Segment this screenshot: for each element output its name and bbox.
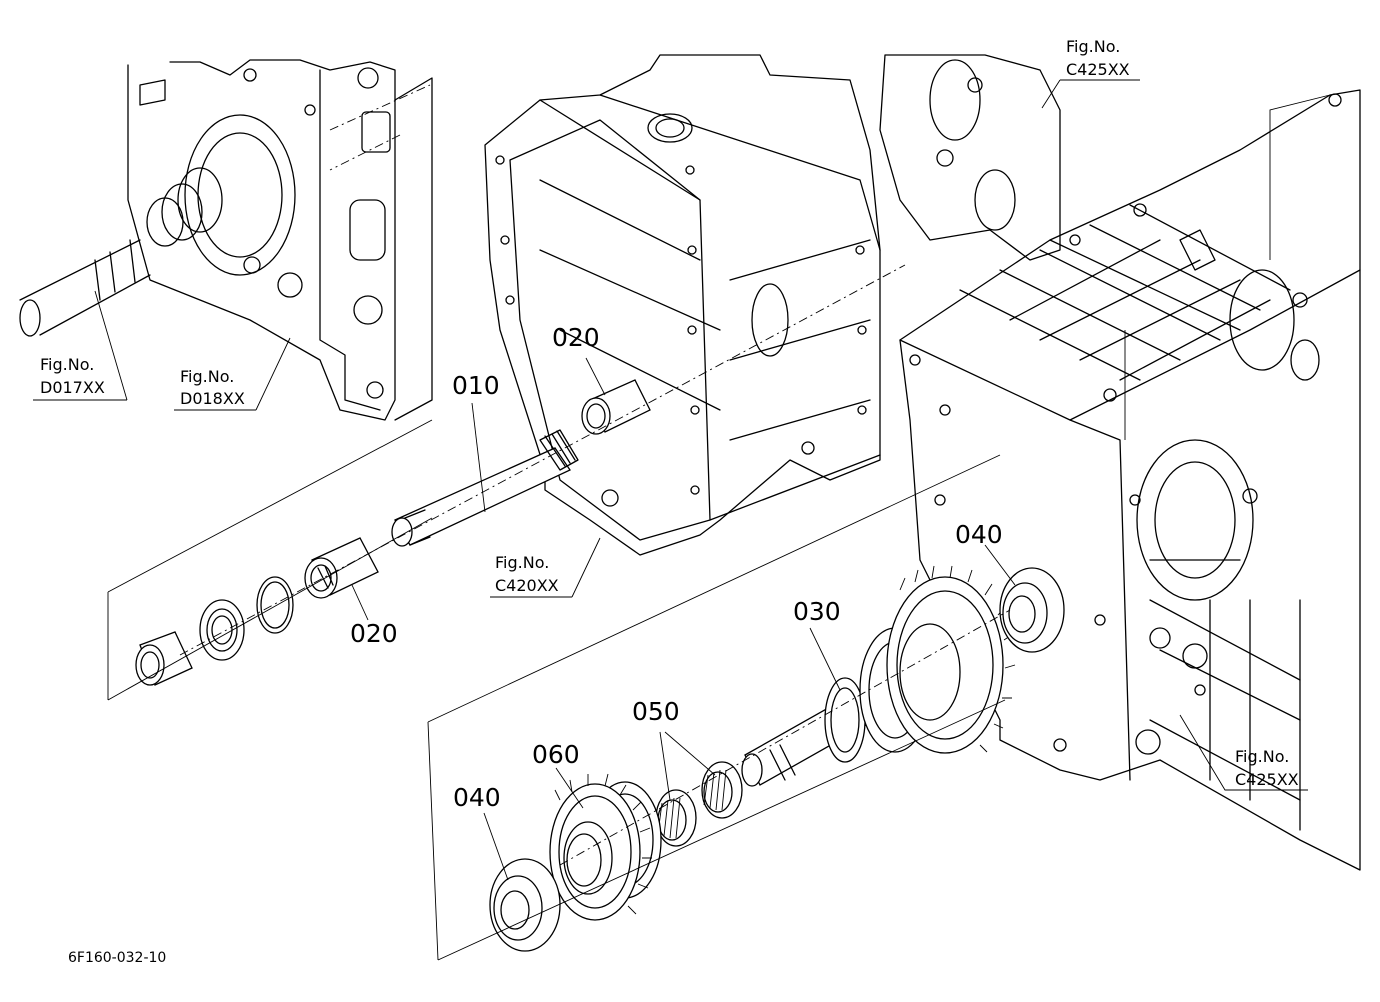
drawing-code: 6F160-032-10 bbox=[68, 950, 166, 966]
fig-ref-d017-line1: Fig.No. bbox=[40, 355, 94, 374]
fig-ref-c420-line2: C420XX bbox=[495, 576, 559, 595]
counter-shaft-assembly bbox=[489, 565, 1065, 952]
fig-ref-c420-line1: Fig.No. bbox=[495, 553, 549, 572]
fig-ref-d017-line2: D017XX bbox=[40, 378, 105, 397]
part-label-040-right: 040 bbox=[955, 520, 1003, 549]
fig-ref-d018-line1: Fig.No. bbox=[180, 367, 234, 386]
part-label-020-top: 020 bbox=[552, 323, 600, 352]
fig-ref-c425-bottom-line2: C425XX bbox=[1235, 770, 1299, 789]
part-label-060: 060 bbox=[532, 740, 580, 769]
fig-ref-c425-top-line2: C425XX bbox=[1066, 60, 1130, 79]
part-label-030: 030 bbox=[793, 597, 841, 626]
fig-ref-c425-top-line1: Fig.No. bbox=[1066, 37, 1120, 56]
fig-ref-d018-line2: D018XX bbox=[180, 389, 245, 408]
part-label-040-left: 040 bbox=[453, 783, 501, 812]
part-label-010: 010 bbox=[452, 371, 500, 400]
center-housing-drawing bbox=[484, 54, 881, 556]
callout-leaders bbox=[33, 79, 1331, 961]
input-shaft-assembly bbox=[135, 379, 651, 686]
part-label-020-bottom: 020 bbox=[350, 619, 398, 648]
fig-ref-c425-bottom-line1: Fig.No. bbox=[1235, 747, 1289, 766]
part-label-050: 050 bbox=[632, 697, 680, 726]
rear-housing-drawing bbox=[879, 54, 1361, 871]
front-housing-drawing bbox=[19, 59, 433, 421]
